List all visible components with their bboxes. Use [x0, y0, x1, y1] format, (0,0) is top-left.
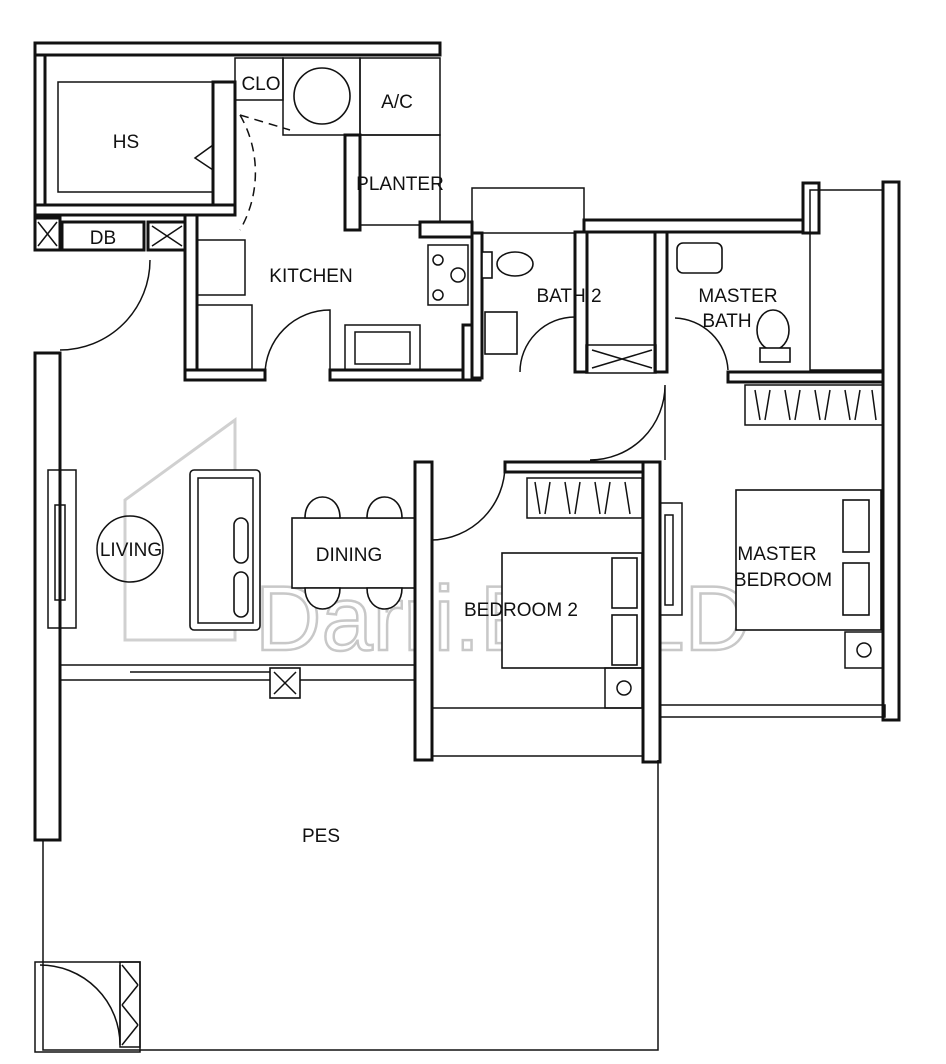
dining-chair-icon — [366, 587, 403, 610]
water-heater-icon — [293, 67, 351, 125]
label-clo: CLO — [241, 74, 280, 95]
bath-2 — [470, 187, 589, 380]
label-master-bedroom-1: MASTER — [737, 544, 816, 565]
label-master-bath-1: MASTER — [698, 286, 777, 307]
kitchen — [183, 213, 482, 382]
service-block — [33, 41, 442, 252]
tv-console — [47, 469, 77, 629]
label-master-bath-2: BATH — [702, 311, 751, 332]
label-hs: HS — [113, 132, 139, 153]
basin-icon — [484, 311, 518, 355]
label-planter: PLANTER — [356, 174, 444, 195]
hob-icon — [427, 244, 469, 306]
label-living: LIVING — [100, 540, 162, 561]
dining-table — [291, 517, 418, 589]
dining-chair-icon — [304, 587, 341, 610]
room-labels: HS CLO A/C PLANTER DB KITCHEN BATH 2 MAS… — [90, 74, 832, 847]
master-bedroom — [659, 489, 886, 718]
label-bedroom2: BEDROOM 2 — [464, 600, 578, 621]
toilet-icon — [756, 309, 790, 351]
toilet-icon — [496, 251, 534, 277]
label-pes: PES — [302, 826, 340, 847]
bedroom-2 — [413, 460, 662, 764]
master-bath — [582, 181, 886, 426]
bedroom2-balcony — [431, 707, 644, 757]
living-rug — [96, 515, 164, 583]
east-wall — [881, 180, 901, 722]
sink-icon — [344, 324, 421, 371]
tv-console — [659, 502, 683, 616]
label-ac: A/C — [381, 92, 413, 113]
dining-chair-icon — [366, 496, 403, 519]
label-master-bedroom-2: BEDROOM — [734, 570, 832, 591]
label-kitchen: KITCHEN — [269, 266, 352, 287]
dining-chair-icon — [304, 496, 341, 519]
door-swing — [589, 384, 666, 461]
label-bath2: BATH 2 — [536, 286, 601, 307]
label-dining: DINING — [316, 545, 383, 566]
pes-area — [34, 760, 659, 1053]
fridge — [196, 239, 246, 296]
sofa-icon — [189, 469, 261, 631]
living-dining — [33, 259, 418, 842]
db-cabinet — [60, 220, 146, 252]
basin-icon — [676, 242, 723, 274]
label-db: DB — [90, 228, 116, 249]
